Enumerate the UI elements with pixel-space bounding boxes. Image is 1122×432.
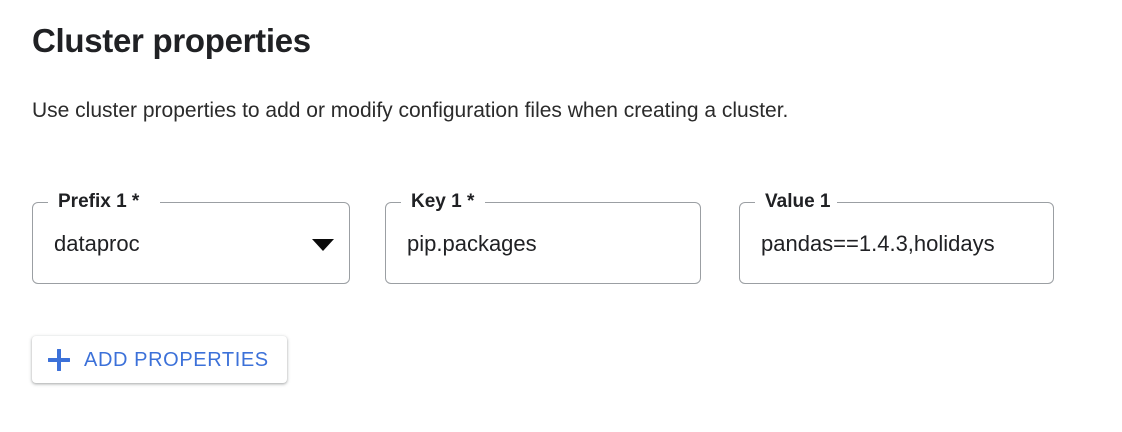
value-field-label: Value 1: [765, 191, 831, 212]
value-value-wrap: pandas==1.4.3,holidays: [739, 202, 1054, 284]
prefix-selected-value: dataproc: [54, 230, 140, 256]
add-properties-button[interactable]: ADD PROPERTIES: [32, 336, 287, 383]
label-notch: [755, 200, 837, 205]
plus-icon: [48, 348, 70, 371]
label-notch: [48, 200, 160, 205]
key-field-label: Key 1 *: [411, 191, 475, 212]
value-input-field[interactable]: Value 1 pandas==1.4.3,holidays: [739, 191, 1054, 284]
label-notch: [401, 200, 485, 205]
key-value-wrap: pip.packages: [385, 202, 701, 284]
page-description: Use cluster properties to add or modify …: [32, 99, 789, 122]
prefix-value-wrap: dataproc: [32, 202, 350, 284]
prefix-select-field[interactable]: Prefix 1 * dataproc: [32, 191, 350, 284]
key-input-field[interactable]: Key 1 * pip.packages: [385, 191, 701, 284]
value-input-value[interactable]: pandas==1.4.3,holidays: [761, 230, 995, 256]
prefix-field-label: Prefix 1 *: [58, 191, 140, 212]
triangle-down-icon[interactable]: [312, 239, 334, 251]
key-input-value[interactable]: pip.packages: [407, 230, 537, 256]
add-properties-label: ADD PROPERTIES: [84, 348, 269, 371]
page-title: Cluster properties: [32, 22, 311, 59]
